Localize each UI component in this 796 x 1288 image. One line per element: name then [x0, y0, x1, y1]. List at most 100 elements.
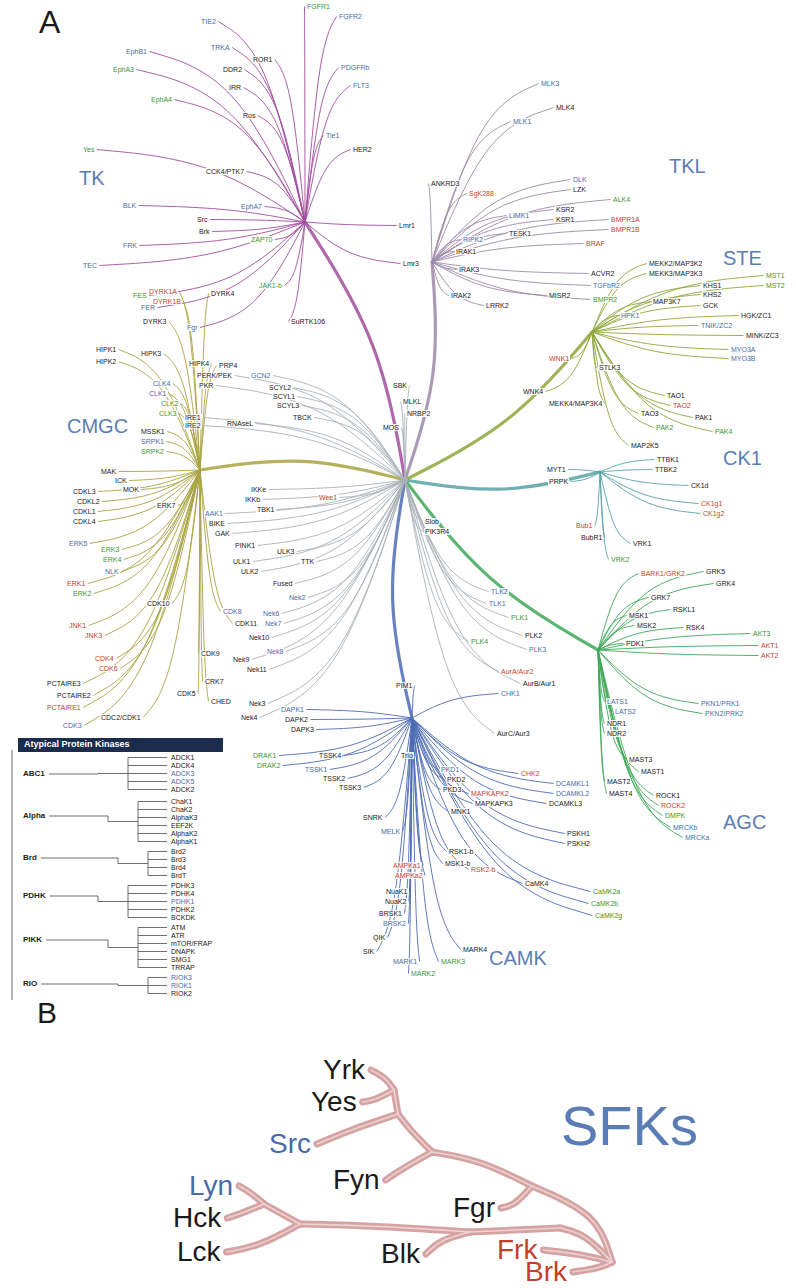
- kinase-name: ANKRD3: [430, 180, 460, 187]
- sfk-branch: [264, 1204, 300, 1224]
- dendrogram-mark: [142, 781, 143, 782]
- group-trunk: [405, 262, 435, 480]
- dendrogram-line: [138, 927, 167, 928]
- kinase-name: PCTAIRE2: [56, 692, 92, 699]
- kinase-name: RSK4: [685, 624, 705, 631]
- kinase-branch: [598, 650, 699, 704]
- kinase-branch: [305, 86, 351, 223]
- kinase-name: EphA3: [112, 66, 135, 73]
- kinase-branch: [592, 332, 729, 359]
- kinase-branch: [203, 426, 405, 481]
- kinase-branch: [412, 718, 593, 916]
- kinase-name: Nek6: [262, 610, 280, 617]
- kinase-branch: [598, 650, 639, 772]
- dendrogram-mark: [152, 967, 153, 968]
- kinase-name: CDK9: [200, 650, 221, 657]
- kinase-name: DYRK4: [210, 290, 235, 297]
- dendrogram-line: [128, 765, 167, 766]
- kinase-branch: [277, 480, 405, 510]
- kinase-name: FES: [132, 292, 148, 299]
- dendrogram-line: [148, 985, 167, 986]
- kinase-name: ERK2: [72, 590, 92, 597]
- dendrogram-line: [128, 917, 167, 918]
- kinase-name: IKKb: [244, 496, 261, 503]
- dendrogram-line: [138, 943, 167, 944]
- kinase-branch: [595, 472, 600, 526]
- kinase-name: TSSK2: [322, 775, 346, 782]
- group-name: CAMK: [488, 948, 548, 968]
- dendrogram-mark: [156, 867, 157, 868]
- kinase-name: Nek4: [240, 714, 258, 721]
- kinase-name: CDKL2: [76, 498, 101, 505]
- kinase-name: MARK4: [462, 946, 488, 953]
- kinase-branch: [592, 286, 764, 333]
- kinase-branch: [235, 376, 405, 481]
- kinase-name: ROCK1: [655, 792, 681, 799]
- kinase-branch: [256, 424, 405, 481]
- kinase-name: CDK8: [222, 608, 243, 615]
- kinase-name: TBK1: [256, 506, 276, 513]
- dendrogram-line: [138, 809, 167, 810]
- dendrogram-mark: [136, 789, 137, 790]
- kinase-branch: [592, 332, 744, 336]
- kinase-name: Brk: [198, 228, 211, 235]
- kinase-name: HER2: [352, 146, 373, 153]
- kinase-branch: [600, 472, 605, 538]
- kinase-name: FER: [140, 304, 156, 311]
- kinase-name: PLK2: [524, 632, 543, 639]
- kinase-name: LRRK2: [485, 302, 510, 309]
- kinase-branch: [298, 397, 405, 481]
- kinase-branch: [93, 470, 200, 696]
- kinase-branch: [598, 572, 704, 651]
- dendrogram-line: [128, 885, 167, 886]
- kinase-branch: [598, 650, 759, 656]
- kinase-name: DCAMKL3: [548, 800, 583, 807]
- kinase-branch: [305, 222, 401, 264]
- kinase-branch: [592, 326, 699, 333]
- sfk-branch-sheen: [317, 1114, 398, 1144]
- kinase-branch: [592, 295, 701, 333]
- kinase-name: DAPK1: [280, 706, 305, 713]
- sfk-branch: [386, 1152, 432, 1180]
- dendrogram-line: [128, 773, 167, 774]
- kinase-branch: [232, 480, 405, 534]
- kinase-name: CLK4: [152, 380, 172, 387]
- kinase-branch: [412, 718, 589, 904]
- kinase-name: TTBK2: [654, 466, 678, 473]
- kinase-name: DCAMKL2: [555, 790, 590, 797]
- kinase-name: PLK1: [510, 614, 529, 621]
- kinase-name: DLK: [572, 176, 588, 183]
- sfk-branch: [394, 1090, 398, 1114]
- kinase-name: MLK3: [540, 80, 560, 87]
- kinase-name: VRK2: [610, 556, 630, 563]
- kinase-name: DRAK1: [252, 752, 277, 759]
- kinase-branch: [150, 52, 305, 223]
- kinase-name: DYRK3: [142, 318, 167, 325]
- kinase-branch: [308, 480, 405, 598]
- kinase-branch: [432, 200, 611, 263]
- sfk-branch: [239, 1186, 264, 1204]
- kinase-branch: [600, 460, 655, 473]
- kinase-branch: [432, 84, 539, 263]
- kinase-name: RIOK2: [170, 990, 193, 997]
- kinase-branch: [600, 472, 701, 514]
- kinase-name: Yrk: [322, 1056, 366, 1084]
- kinase-name: CHED: [210, 698, 232, 705]
- kinase-name: AKT1: [760, 642, 780, 649]
- sfk-branch: [227, 1224, 300, 1252]
- family-name: RIO: [22, 980, 38, 988]
- kinase-branch: [405, 480, 495, 734]
- dendrogram-line: [138, 801, 167, 802]
- kinase-name: Brd4: [170, 864, 187, 871]
- kinase-name: CDKL3: [72, 488, 97, 495]
- kinase-name: Brd2: [170, 848, 187, 855]
- kinase-name: ZAP70: [250, 236, 273, 243]
- kinase-name: CDC2/CDK1: [100, 714, 142, 721]
- kinase-name: PAK4: [714, 428, 733, 435]
- family-name: ABC1: [22, 770, 46, 778]
- kinase-name: VRK1: [632, 540, 652, 547]
- kinase-name: AurA/Aur2: [500, 668, 534, 675]
- kinase-name: TNIK/ZC2: [700, 322, 733, 329]
- kinase-branch: [598, 650, 703, 714]
- kinase-branch: [100, 222, 306, 266]
